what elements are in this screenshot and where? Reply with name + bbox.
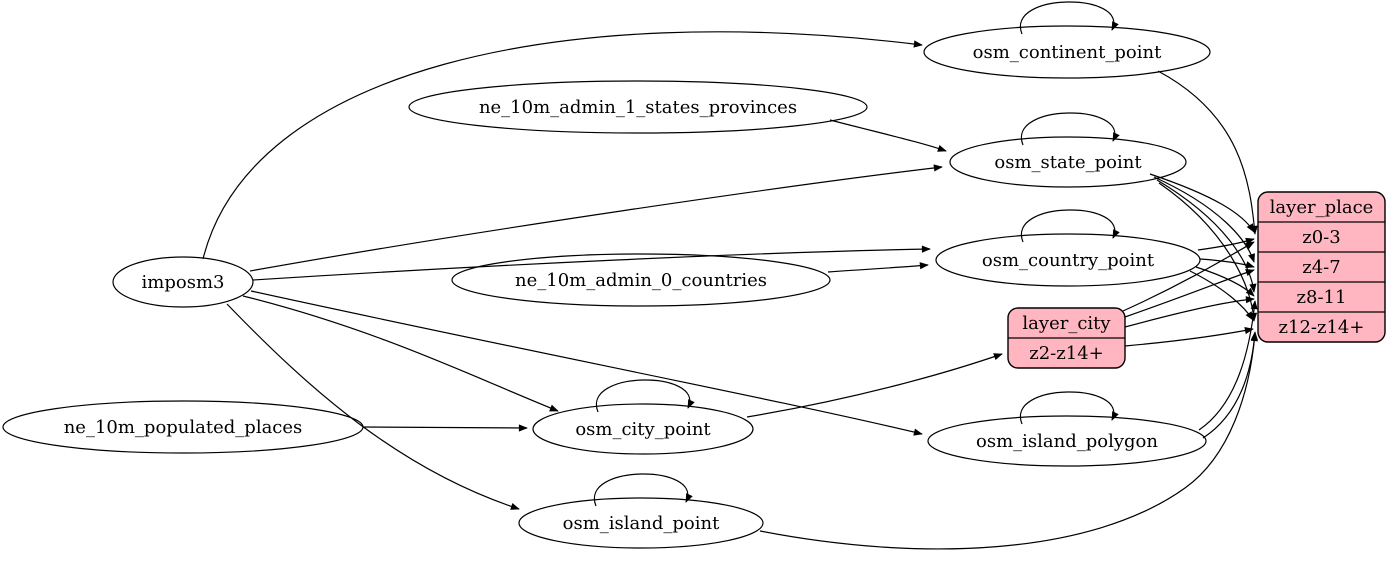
record-row-z2-z14+: z2-z14+ xyxy=(1029,343,1104,364)
node-ne_10m_populated_places: ne_10m_populated_places xyxy=(2,400,364,454)
edge-layer_city-to-layer_place-z4-7 xyxy=(1124,269,1255,318)
table-ellipse xyxy=(927,415,1207,467)
node-ne_10m_admin_1_states_provinces: ne_10m_admin_1_states_provinces xyxy=(408,80,868,134)
node-layer_place: layer_place z0-3 z4-7 z8-11 z12-z14+ xyxy=(1257,191,1386,343)
edge-imposm3-to-osm_country_point xyxy=(252,245,931,281)
edge-osm_city_point-to-layer_city-z2-z14+ xyxy=(746,353,1003,418)
node-osm_country_point: osm_country_point xyxy=(935,233,1201,287)
node-osm_city_point: osm_city_point xyxy=(532,403,754,455)
node-osm_island_point: osm_island_point xyxy=(518,497,764,549)
edge-osm_island_polygon-to-layer_place-z8-11 xyxy=(1198,300,1258,431)
edges-layer xyxy=(202,1,1258,550)
edge-osm_island_polygon-to-osm_island_polygon-self-loop xyxy=(1019,391,1119,425)
layer-record-box xyxy=(1257,191,1386,343)
table-label: osm_country_point xyxy=(982,250,1155,271)
record-title: layer_place xyxy=(1270,197,1374,218)
edge-layer_city-to-layer_place-z8-11 xyxy=(1124,296,1255,328)
table-ellipse xyxy=(518,497,764,549)
record-row-z4-7: z4-7 xyxy=(1302,257,1340,278)
edge-osm_state_point-to-layer_place-z8-11 xyxy=(1156,179,1257,293)
table-label: osm_city_point xyxy=(575,419,711,440)
node-osm_island_polygon: osm_island_polygon xyxy=(927,415,1207,467)
table-ellipse xyxy=(935,233,1201,287)
record-title: layer_city xyxy=(1022,313,1111,334)
edge-imposm3-to-osm_island_point xyxy=(226,303,520,510)
edge-osm_city_point-to-osm_city_point-self-loop xyxy=(595,379,695,413)
table-label: osm_state_point xyxy=(994,152,1142,173)
edge-osm_state_point-to-osm_state_point-self-loop xyxy=(1020,112,1120,146)
table-label: osm_island_point xyxy=(563,513,720,534)
edge-layer_city-to-layer_place-z12-z14+ xyxy=(1124,327,1254,347)
edge-osm_island_point-to-layer_place-z12-z14+ xyxy=(759,332,1258,550)
table-ellipse xyxy=(408,80,868,134)
edge-osm_continent_point-to-layer_place-z0-3 xyxy=(1157,70,1258,235)
record-row-z8-11: z8-11 xyxy=(1297,287,1347,308)
table-label: osm_island_polygon xyxy=(976,431,1158,452)
edge-imposm3-to-osm_city_point xyxy=(242,295,559,412)
record-row-z12-z14+: z12-z14+ xyxy=(1279,317,1365,338)
node-osm_state_point: osm_state_point xyxy=(949,136,1187,188)
edge-osm_state_point-to-layer_place-z4-7 xyxy=(1153,176,1255,263)
edge-ne_10m_admin_1_states_provinces-to-osm_state_point xyxy=(829,119,947,152)
edge-osm_state_point-to-layer_place-z0-3 xyxy=(1149,173,1255,233)
table-label: osm_continent_point xyxy=(973,42,1162,63)
edge-osm_country_point-to-layer_place-z4-7 xyxy=(1199,258,1255,269)
table-ellipse xyxy=(451,253,831,307)
edge-osm_country_point-to-layer_place-z12-z14+ xyxy=(1189,270,1254,321)
table-label: ne_10m_admin_0_countries xyxy=(515,270,767,291)
record-row-z0-3: z0-3 xyxy=(1302,227,1340,248)
node-ne_10m_admin_0_countries: ne_10m_admin_0_countries xyxy=(451,253,831,307)
table-ellipse xyxy=(532,403,754,455)
table-label: imposm3 xyxy=(142,272,225,293)
table-ellipse xyxy=(949,136,1187,188)
nodes-layer: imposm3 ne_10m_populated_places ne_10m_adm… xyxy=(2,25,1386,549)
edge-osm_country_point-to-osm_country_point-self-loop xyxy=(1020,209,1120,243)
table-ellipse xyxy=(923,25,1211,79)
node-osm_continent_point: osm_continent_point xyxy=(923,25,1211,79)
edge-imposm3-to-osm_island_polygon xyxy=(250,290,923,436)
node-layer_city: layer_city z2-z14+ xyxy=(1007,307,1126,369)
edge-imposm3-to-osm_continent_point xyxy=(202,31,923,260)
table-ellipse xyxy=(112,256,254,308)
node-imposm3: imposm3 xyxy=(112,256,254,308)
edge-osm_country_point-to-layer_place-z0-3 xyxy=(1197,237,1255,251)
table-label: ne_10m_admin_1_states_provinces xyxy=(479,97,797,118)
edge-imposm3-to-osm_state_point xyxy=(249,164,943,272)
edge-ne_10m_populated_places-to-osm_city_point xyxy=(362,424,528,432)
table-label: ne_10m_populated_places xyxy=(64,417,303,438)
edge-osm_continent_point-to-osm_continent_point-self-loop xyxy=(1019,1,1119,35)
edge-layer_city-to-layer_place-z0-3 xyxy=(1122,241,1255,312)
edge-ne_10m_admin_0_countries-to-osm_country_point xyxy=(827,262,929,273)
edge-osm_island_point-to-osm_island_point-self-loop xyxy=(593,473,693,507)
